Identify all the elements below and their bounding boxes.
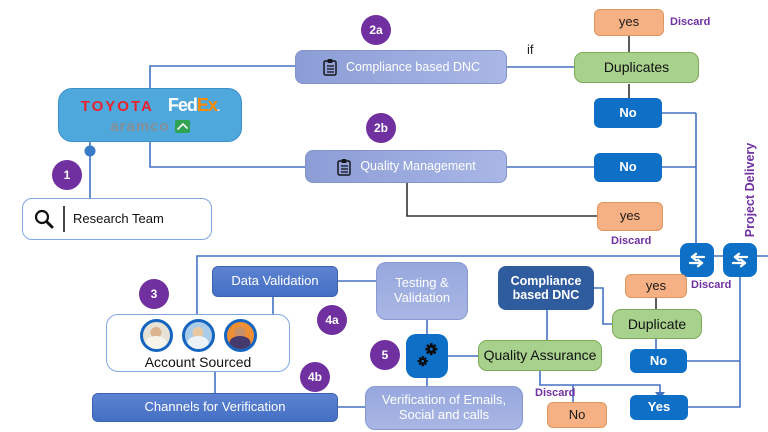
step-badge-1: 1 (52, 160, 82, 190)
fedex-logo: FedEx. (167, 95, 221, 116)
clipboard-icon (336, 158, 352, 176)
account-sourced-label: Account Sourced (144, 353, 252, 370)
logo-row-top: TOYOTA FedEx. (80, 95, 221, 116)
account-sourced-node: Account Sourced (106, 314, 290, 372)
discard-label-right: Discard (691, 279, 732, 291)
aramco-logo: aramco (110, 118, 190, 135)
pin-dot-icon (84, 145, 96, 157)
research-team-label: Research Team (73, 210, 164, 226)
step-badge-2a: 2a (361, 15, 391, 45)
toyota-logo: TOYOTA (80, 98, 154, 116)
quality-assurance-node: Quality Assurance (478, 340, 602, 371)
aramco-star-icon (174, 119, 190, 133)
yes-final-node: Yes (630, 395, 688, 420)
testing-validation-node: Testing &Validation (376, 262, 468, 320)
transfer-node-2 (723, 243, 757, 277)
step-badge-2b: 2b (366, 113, 396, 143)
compliance-dnc-top-label: Compliance based DNC (345, 59, 481, 74)
process-gears-node (406, 334, 448, 378)
yes-dnc-node: yes (625, 274, 687, 298)
swap-icon (728, 248, 752, 272)
duplicates-node: Duplicates (574, 52, 699, 83)
channels-verification-node: Channels for Verification (92, 393, 338, 422)
research-team-node: Research Team (22, 198, 212, 240)
discard-label-top: Discard (670, 16, 711, 28)
no-duplicate-node: No (630, 349, 687, 373)
quality-management-label: Quality Management (360, 159, 476, 174)
if-label: if (527, 42, 534, 57)
gear-icon (409, 337, 445, 375)
verification-emails-node: Verification of Emails,Social and calls (365, 386, 523, 430)
project-delivery-label: Project Delivery (743, 142, 757, 238)
avatar (139, 318, 173, 352)
avatar-row (139, 318, 257, 352)
transfer-node-1 (680, 243, 714, 277)
yes-quality-node: yes (597, 202, 663, 231)
divider (63, 206, 65, 232)
step-badge-4b: 4b (300, 362, 330, 392)
client-logos-box: TOYOTA FedEx. aramco (58, 88, 242, 142)
swap-icon (685, 248, 709, 272)
no-duplicates-node: No (594, 98, 662, 128)
yes-duplicates-node: yes (594, 9, 664, 36)
no-quality-node: No (594, 153, 662, 182)
compliance-dnc-top-node: Compliance based DNC (295, 50, 507, 84)
avatar (223, 318, 257, 352)
quality-management-node: Quality Management (305, 150, 507, 183)
step-badge-4a: 4a (317, 305, 347, 335)
data-validation-node: Data Validation (212, 266, 338, 297)
clipboard-icon (322, 58, 338, 76)
no-qa-node: No (547, 402, 607, 428)
discard-label-bottom: Discard (535, 387, 576, 399)
step-badge-3: 3 (139, 279, 169, 309)
search-icon (33, 208, 55, 230)
discard-label-mid: Discard (611, 235, 652, 247)
duplicate-node: Duplicate (612, 309, 702, 339)
avatar (181, 318, 215, 352)
step-badge-5: 5 (370, 340, 400, 370)
